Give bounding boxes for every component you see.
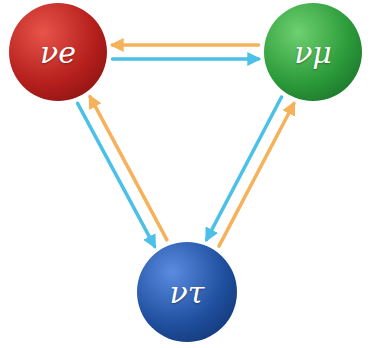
oscillation-arrow: [113, 57, 259, 61]
oscillation-arrow: [90, 97, 167, 240]
neutrino-sphere: νe: [9, 3, 107, 101]
neutrino-sphere: ντ: [137, 242, 237, 342]
flavor-label: νμ: [294, 35, 332, 70]
oscillation-arrow: [219, 104, 294, 247]
neutrino-sphere: νμ: [264, 3, 362, 101]
oscillation-arrow: [207, 97, 282, 240]
flavor-label: νe: [40, 35, 76, 70]
oscillation-arrow: [113, 43, 259, 47]
flavor-label: ντ: [170, 275, 205, 310]
oscillation-arrow: [78, 103, 155, 246]
